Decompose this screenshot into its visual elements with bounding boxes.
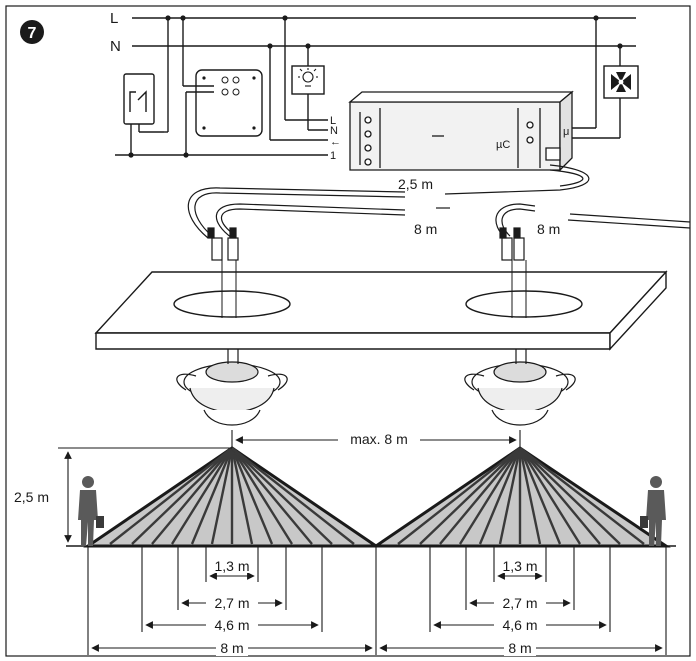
figure-border	[5, 5, 691, 657]
left-dim-4: 8 m	[220, 640, 243, 656]
left-dim-1: 1,3 m	[214, 558, 249, 574]
cable-length-left: 8 m	[414, 221, 437, 237]
wiring-schematic	[115, 17, 639, 156]
cable-length-right: 8 m	[537, 221, 560, 237]
push-button-terminals	[202, 76, 256, 130]
relay-mark: µC	[496, 139, 510, 151]
line-label: L	[110, 10, 118, 27]
terminal-1: 1	[330, 150, 336, 162]
step-number: 7	[28, 25, 37, 42]
lamp-box	[291, 65, 325, 95]
right-dim-2: 2,7 m	[502, 595, 537, 611]
ceiling-panel	[94, 260, 668, 351]
terminal-n: N	[330, 125, 338, 137]
terminal-arrow: ←	[330, 136, 341, 148]
neutral-label: N	[110, 38, 121, 55]
dimension-label-backgrounds	[206, 428, 546, 656]
cable-length-short: 2,5 m	[398, 176, 433, 192]
cables	[187, 164, 691, 239]
sensor-left	[176, 349, 288, 426]
left-dim-3: 4,6 m	[214, 617, 249, 633]
max-distance-label: max. 8 m	[350, 431, 408, 447]
fan-terminal: μ	[563, 126, 569, 138]
person-left-icon	[78, 476, 104, 546]
junction-dots	[128, 15, 623, 158]
relay-unit	[348, 90, 574, 172]
connectors	[207, 227, 525, 261]
push-button-module	[195, 69, 263, 137]
detection-cone-right	[371, 446, 671, 548]
detection-cone-left	[83, 446, 381, 548]
fan-icon	[611, 72, 631, 92]
step-badge: 7	[20, 20, 44, 44]
sensor-right	[464, 349, 576, 426]
lamp-icon	[298, 68, 318, 87]
right-dim-1: 1,3 m	[502, 558, 537, 574]
right-dim-4: 8 m	[508, 640, 531, 656]
mount-height-label: 2,5 m	[14, 489, 49, 505]
right-dim-3: 4,6 m	[502, 617, 537, 633]
left-dim-2: 2,7 m	[214, 595, 249, 611]
person-right-icon	[640, 476, 666, 546]
terminal-l: L	[330, 115, 336, 127]
fan-box	[603, 65, 639, 99]
